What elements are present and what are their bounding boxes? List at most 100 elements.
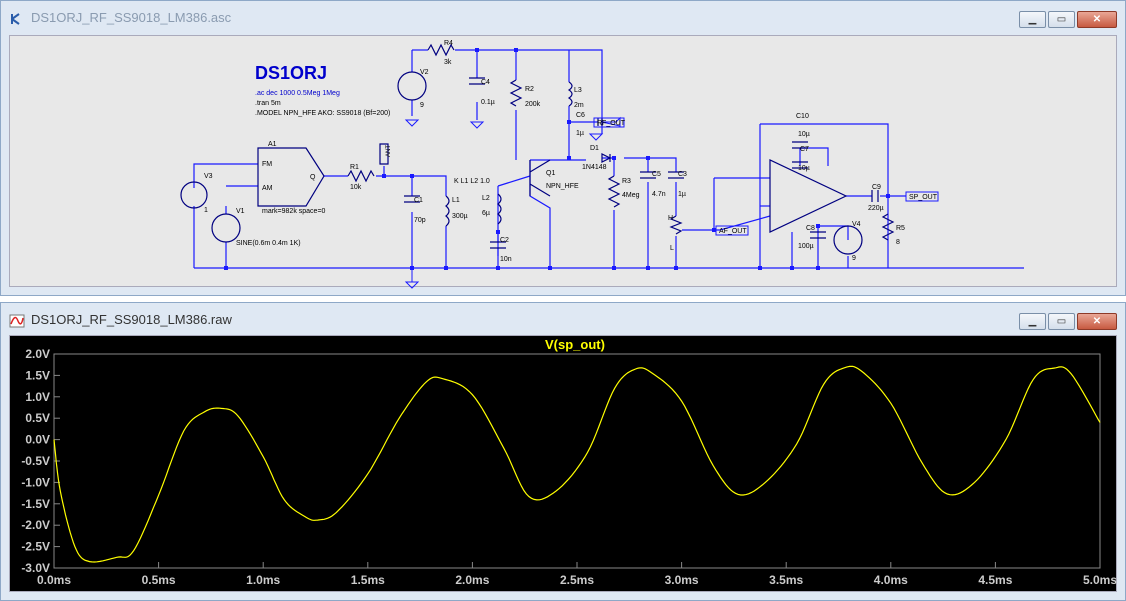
- label-c6: C6: [576, 112, 585, 119]
- label-r1: R1: [350, 164, 359, 171]
- y-tick-label: -1.0V: [21, 475, 50, 489]
- schematic-titlebar[interactable]: DS1ORJ_RF_SS9018_LM386.asc ▁ ▭ ✕: [1, 1, 1125, 35]
- close-button[interactable]: ✕: [1077, 11, 1117, 28]
- net-sp-out: SP_OUT: [909, 194, 938, 201]
- label-c4: C4: [481, 79, 490, 86]
- schematic-window-title: DS1ORJ_RF_SS9018_LM386.asc: [31, 10, 232, 25]
- value-v1: SINE(0.6m 0.4m 1K): [236, 240, 301, 247]
- value-d1: 1N4148: [582, 164, 607, 171]
- schematic-drawing: DS1ORJ .ac dec 1000 0.5Meg 1Meg .tran 5m…: [180, 40, 1024, 289]
- value-c5: 4.7n: [652, 191, 666, 198]
- y-tick-label: -3.0V: [21, 561, 50, 575]
- x-tick-label: 0.0ms: [37, 573, 71, 587]
- label-c7: C7: [800, 146, 809, 153]
- x-tick-label: 2.0ms: [455, 573, 489, 587]
- value-q1: NPN_HFE: [546, 183, 579, 190]
- antenna-label: ANT: [386, 145, 392, 157]
- x-tick-label: 1.5ms: [351, 573, 385, 587]
- label-v2: V2: [420, 69, 429, 76]
- value-c6: 1µ: [576, 130, 584, 137]
- minimize-button[interactable]: ▁: [1019, 11, 1046, 28]
- value-v3: 1: [204, 207, 208, 214]
- x-tick-label: 0.5ms: [142, 573, 176, 587]
- pot-h-label: H: [668, 215, 673, 222]
- value-l2: 6µ: [482, 210, 490, 217]
- label-c2: C2: [500, 237, 509, 244]
- value-l1: 300µ: [452, 213, 468, 220]
- minimize-button[interactable]: ▁: [1019, 313, 1046, 330]
- value-r2: 200k: [525, 101, 541, 108]
- a1-fm-pin: FM: [262, 161, 272, 168]
- x-tick-label: 2.5ms: [560, 573, 594, 587]
- maximize-button[interactable]: ▭: [1048, 313, 1075, 330]
- label-v1: V1: [236, 208, 245, 215]
- label-c3: C3: [678, 171, 687, 178]
- value-r4: 3k: [444, 59, 452, 66]
- label-r2: R2: [525, 86, 534, 93]
- x-tick-label: 4.0ms: [874, 573, 908, 587]
- x-tick-label: 3.5ms: [769, 573, 803, 587]
- label-c1: C1: [414, 197, 423, 204]
- value-c8: 100µ: [798, 243, 814, 250]
- waveform-titlebar[interactable]: DS1ORJ_RF_SS9018_LM386.raw ▁ ▭ ✕: [1, 303, 1125, 335]
- value-r5: 8: [896, 239, 900, 246]
- value-c1: 70p: [414, 217, 426, 224]
- directive-tran: .tran 5m: [255, 100, 281, 107]
- value-r1: 10k: [350, 184, 362, 191]
- label-v4: V4: [852, 221, 861, 228]
- value-c2: 10n: [500, 256, 512, 263]
- label-l2: L2: [482, 195, 490, 202]
- trace-label[interactable]: V(sp_out): [545, 337, 605, 352]
- value-c4: 0.1µ: [481, 99, 495, 106]
- y-tick-label: -2.5V: [21, 540, 50, 554]
- plot-frame: [53, 353, 1101, 569]
- label-d1: D1: [590, 145, 599, 152]
- y-tick-label: -2.0V: [21, 518, 50, 532]
- waveform-window[interactable]: DS1ORJ_RF_SS9018_LM386.raw ▁ ▭ ✕ V(sp_ou…: [0, 302, 1126, 601]
- a1-params: mark=982k space=0: [262, 208, 326, 215]
- close-button[interactable]: ✕: [1077, 313, 1117, 330]
- value-v4: 9: [852, 255, 856, 262]
- y-tick-label: 1.0V: [25, 390, 50, 404]
- y-tick-label: 0.5V: [25, 411, 50, 425]
- schematic-heading: DS1ORJ: [255, 63, 327, 83]
- y-tick-label: 1.5V: [25, 368, 50, 382]
- schematic-canvas[interactable]: DS1ORJ .ac dec 1000 0.5Meg 1Meg .tran 5m…: [9, 35, 1117, 289]
- label-l1: L1: [452, 197, 460, 204]
- x-tick-label: 3.0ms: [665, 573, 699, 587]
- y-tick-label: 0.0V: [25, 433, 50, 447]
- value-c10: 10µ: [798, 131, 810, 138]
- label-c9: C9: [872, 184, 881, 191]
- label-r3: R3: [622, 178, 631, 185]
- a1-q-pin: Q: [310, 174, 316, 181]
- label-v3: V3: [204, 173, 213, 180]
- waveform-plot: V(sp_out) 2.0V 1.5V 1.0V 0.5V 0.0V -0.5V -1.0V…: [21, 337, 1117, 587]
- value-r3: 4Meg: [622, 192, 640, 199]
- value-v2: 9: [420, 102, 424, 109]
- value-l3: 2m: [574, 102, 584, 109]
- label-r4: R4: [444, 40, 453, 47]
- y-tick-label: -0.5V: [21, 454, 50, 468]
- y-tick-label: -1.5V: [21, 497, 50, 511]
- directive-ac: .ac dec 1000 0.5Meg 1Meg: [255, 90, 340, 97]
- label-l3: L3: [574, 87, 582, 94]
- directive-model: .MODEL NPN_HFE AKO: SS9018 (Bf=200): [255, 110, 390, 117]
- a1-am-pin: AM: [262, 185, 273, 192]
- schematic-window[interactable]: DS1ORJ_RF_SS9018_LM386.asc ▁ ▭ ✕: [0, 0, 1126, 296]
- trace-line: [53, 365, 1101, 563]
- value-c9: 220µ: [868, 205, 884, 212]
- net-rf-out: RF_OUT: [597, 120, 626, 127]
- label-r5: R5: [896, 225, 905, 232]
- label-c8: C8: [806, 225, 815, 232]
- label-c5: C5: [652, 171, 661, 178]
- label-c10: C10: [796, 113, 809, 120]
- waveform-plot-area[interactable]: V(sp_out) 2.0V 1.5V 1.0V 0.5V 0.0V -0.5V -1.0V…: [9, 335, 1117, 592]
- label-a1: A1: [268, 141, 277, 148]
- schematic-app-icon: [11, 13, 20, 25]
- waveform-window-title: DS1ORJ_RF_SS9018_LM386.raw: [31, 312, 232, 327]
- y-tick-label: 2.0V: [25, 347, 50, 361]
- x-tick-label: 1.0ms: [246, 573, 280, 587]
- label-q1: Q1: [546, 170, 555, 177]
- waveform-app-icon: [9, 314, 25, 328]
- maximize-button[interactable]: ▭: [1048, 11, 1075, 28]
